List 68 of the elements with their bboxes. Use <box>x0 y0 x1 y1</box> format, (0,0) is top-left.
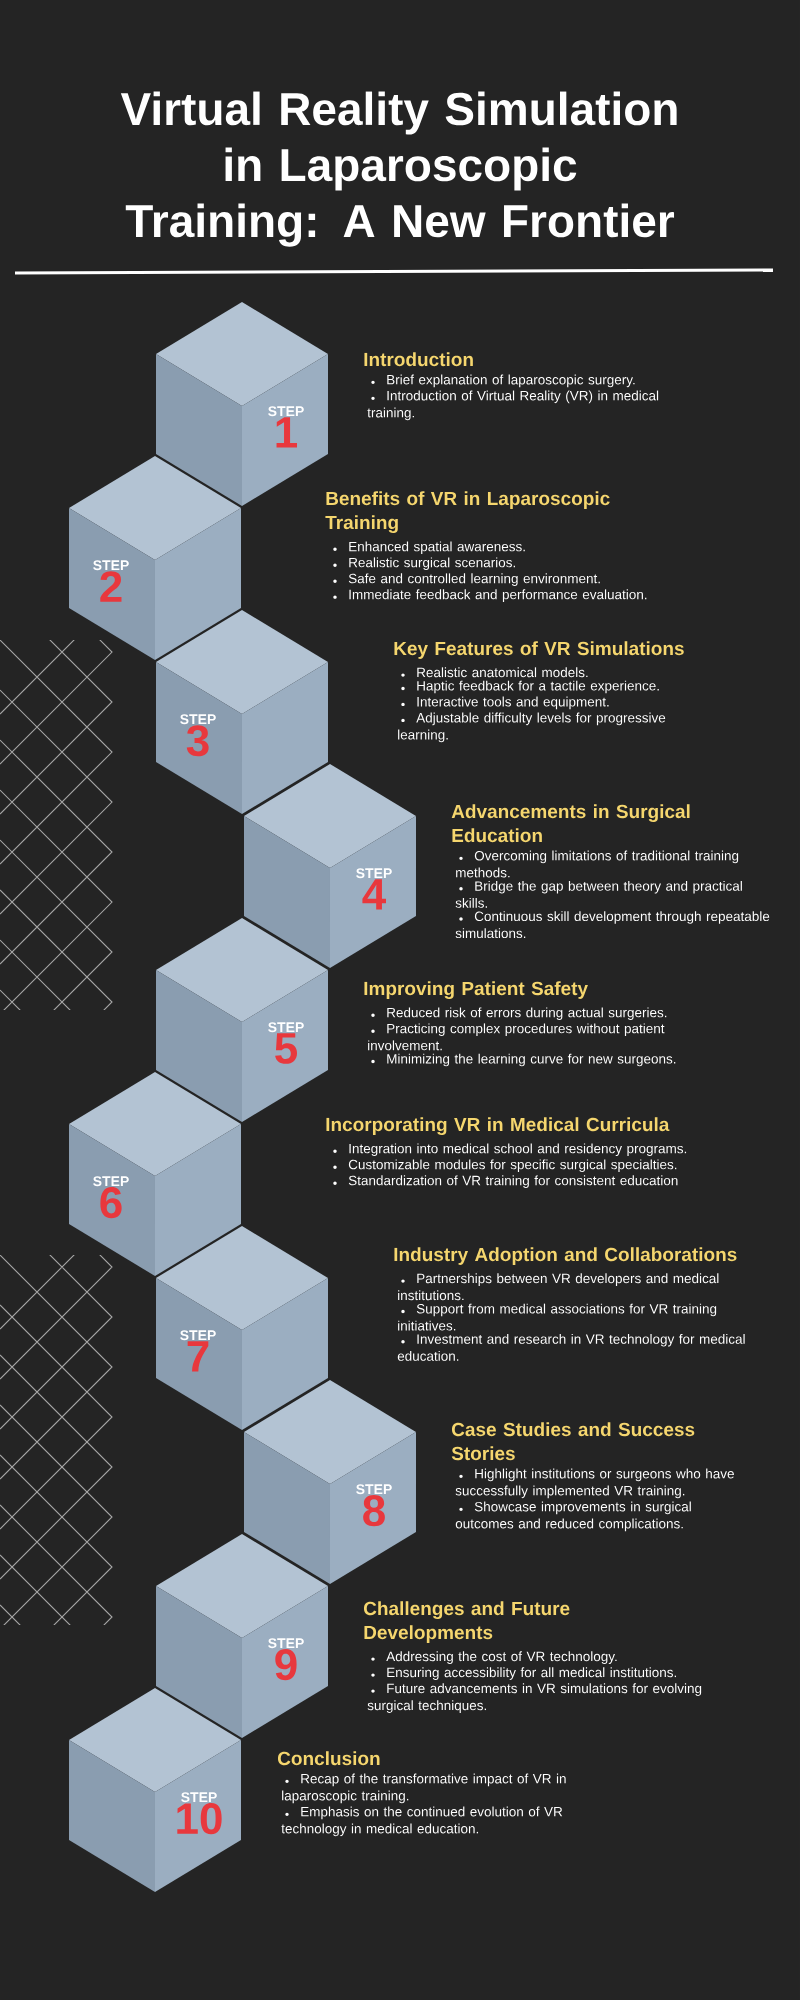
bullet-item: Customizable modules for specific surgical specialties. <box>333 1159 677 1172</box>
step-cube: STEP 6 <box>69 1072 241 1276</box>
bullet-item: Haptic feedback for a tactile experience. <box>401 680 659 694</box>
bullet-item: Recap of the transformative impact of VR in laparoscopic training. <box>282 1773 566 1804</box>
step-cube: STEP 3 <box>156 610 328 814</box>
bullet-item: Brief explanation of laparoscopic surgery. <box>371 374 635 388</box>
step-heading: Advancements in Surgical Education <box>451 804 690 843</box>
step-cube: STEP 2 <box>69 456 241 660</box>
title: Virtual Reality Simulation in Laparoscopic Training: A New Frontier <box>120 91 677 247</box>
bullet-item: Minimizing the learning curve for new surgeons. <box>371 1053 676 1067</box>
node-label: 3 <box>186 725 209 757</box>
node-label: STEP <box>181 1792 217 1803</box>
bullet-item: Interactive tools and equipment. <box>401 696 609 710</box>
bullet-item: Adjustable difficulty levels for progressive learning. <box>398 712 666 743</box>
bullet-item: Integration into medical school and residency programs. <box>333 1143 687 1156</box>
bullet-item: Immediate feedback and performance evaluation. <box>333 589 647 602</box>
step-heading: Key Features of VR Simulations <box>394 641 684 659</box>
bullet-item: Safe and controlled learning environment. <box>333 573 600 586</box>
node-label: 7 <box>187 1341 209 1372</box>
step-heading: Benefits of VR in Laparoscopic Training <box>325 491 610 533</box>
step-cube: STEP 4 <box>244 764 416 968</box>
node-label: 8 <box>363 1495 385 1527</box>
step-cube: STEP 8 <box>244 1380 416 1584</box>
bullet-item: Enhanced spatial awareness. <box>333 541 525 554</box>
step-heading: Conclusion <box>278 1751 380 1766</box>
node-label: STEP <box>268 406 304 417</box>
node-label: 9 <box>275 1649 297 1681</box>
bullet-item: Highlight institutions or surgeons who have successfully implemented VR training. <box>455 1468 734 1499</box>
node-label: 2 <box>100 571 122 602</box>
bullet-item: Practicing complex procedures without patient involvement. <box>368 1023 665 1051</box>
node-label: STEP <box>93 1176 129 1187</box>
node-label: STEP <box>93 560 129 571</box>
node-label: STEP <box>356 1484 392 1495</box>
bullet-item: Ensuring accessibility for all medical institutions. <box>371 1667 677 1680</box>
node-label: STEP <box>268 1022 304 1033</box>
step-heading: Challenges and Future Developments <box>364 1601 570 1643</box>
bullet-item: Investment and research in VR technology for medical education. <box>397 1333 745 1361</box>
step-heading: Introduction <box>364 352 473 367</box>
bullet-item: Standardization of VR training for consistent education <box>333 1175 678 1188</box>
node-label: STEP <box>180 714 216 725</box>
step-heading: Industry Adoption and Collaborations <box>394 1247 737 1265</box>
bullet-item: Reduced risk of errors during actual surgeries. <box>371 1007 667 1020</box>
step-cube: STEP 10 <box>69 1688 241 1892</box>
node-label: STEP <box>356 868 392 879</box>
bullet-item: Support from medical associations for VR training initiatives. <box>398 1303 717 1331</box>
node-label: 4 <box>362 879 386 910</box>
node-label: 10 <box>177 1803 222 1835</box>
bullet-item: Continuous skill development through repeatable simulations. <box>455 911 770 939</box>
step-cube: STEP 7 <box>156 1226 328 1430</box>
step-cube: STEP 9 <box>156 1534 328 1738</box>
step-heading: Improving Patient Safety <box>364 981 588 999</box>
bullet-item: Bridge the gap between theory and practical skills. <box>455 880 742 908</box>
bullet-item: Realistic anatomical models. <box>401 667 588 678</box>
bullet-item: Overcoming limitations of traditional training methods. <box>456 850 739 878</box>
bullet-item: Partnerships between VR developers and medical institutions. <box>398 1273 719 1301</box>
bullet-item: Addressing the cost of VR technology. <box>371 1651 617 1664</box>
node-label: 1 <box>276 417 298 448</box>
node-label: 5 <box>275 1033 298 1064</box>
node-label: STEP <box>268 1638 304 1649</box>
bullet-item: Realistic surgical scenarios. <box>333 557 515 570</box>
bullet-item: Future advancements in VR simulations for evolving surgical techniques. <box>367 1683 702 1713</box>
node-label: STEP <box>180 1330 216 1341</box>
bullet-item: Introduction of Virtual Reality (VR) in medical training. <box>367 390 659 421</box>
node-label: 6 <box>100 1187 122 1219</box>
step-heading: Incorporating VR in Medical Curricula <box>326 1117 670 1135</box>
bullet-item: Emphasis on the continued evolution of VR technology in medical education. <box>281 1806 563 1837</box>
bullet-item: Showcase improvements in surgical outcomes and reduced complications. <box>455 1501 691 1532</box>
step-heading: Case Studies and Success Stories <box>451 1422 695 1461</box>
